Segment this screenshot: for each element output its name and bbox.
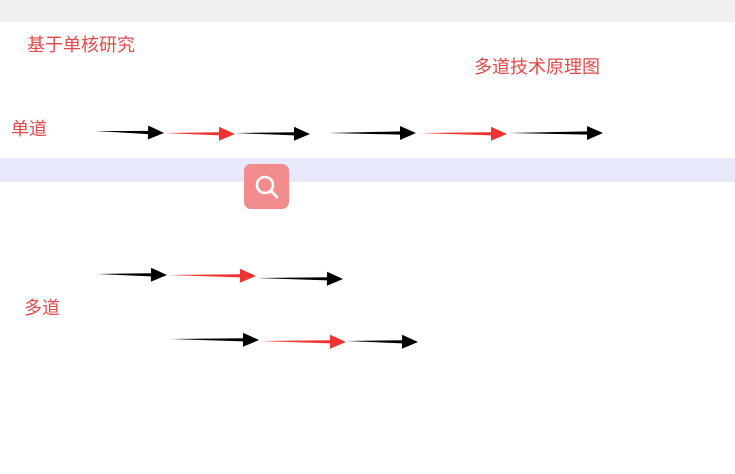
- single-io-arrow-4: [328, 126, 416, 140]
- single-program-label: 单道: [11, 119, 47, 140]
- diagram-title: 多道技术原理图: [474, 57, 600, 78]
- single-io-arrow-1: [95, 125, 164, 140]
- multi-2-cpu-arrow-2: [259, 334, 346, 349]
- single-cpu-arrow-2: [164, 126, 235, 141]
- single-cpu-arrow-5: [419, 126, 507, 141]
- multi-1-io-arrow-3: [256, 271, 343, 286]
- multi-2-io-arrow-3: [346, 334, 418, 349]
- single-io-arrow-6: [507, 126, 603, 140]
- multi-2-io-arrow-1: [170, 332, 259, 347]
- search-icon: [255, 175, 278, 198]
- multi-1-cpu-arrow-2: [167, 268, 256, 283]
- single-io-arrow-3: [235, 126, 310, 141]
- highlight-band: [0, 158, 735, 182]
- study-label: 基于单核研究: [27, 35, 135, 56]
- multi-program-label: 多道: [24, 298, 60, 319]
- search-button[interactable]: [244, 164, 289, 209]
- multi-1-io-arrow-1: [97, 267, 167, 282]
- top-strip: [0, 0, 735, 22]
